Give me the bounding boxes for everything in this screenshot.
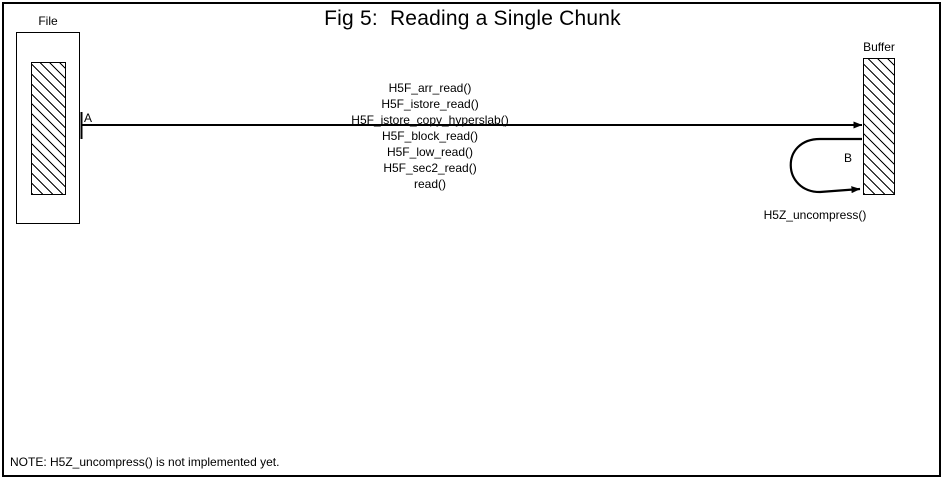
uncompress-caption: H5Z_uncompress() — [763, 208, 867, 222]
call-stack-item: H5F_istore_copy_hyperslab() — [351, 113, 509, 127]
arrow-a-label: A — [84, 111, 93, 125]
call-stack-item: H5F_block_read() — [381, 129, 479, 143]
buffer-box-label: Buffer — [863, 40, 895, 54]
call-stack-list: H5F_arr_read() H5F_istore_read() H5F_ist… — [330, 80, 530, 192]
call-stack-item: H5F_low_read() — [386, 145, 474, 159]
footer-note: NOTE: H5Z_uncompress() is not implemente… — [10, 455, 280, 469]
call-stack-item: H5F_sec2_read() — [383, 161, 477, 175]
call-stack-item: read() — [413, 177, 446, 191]
call-stack-item: H5F_arr_read() — [388, 81, 472, 95]
call-stack-item: H5F_istore_read() — [381, 97, 479, 111]
file-box-label: File — [38, 14, 58, 28]
figure-title: Fig 5: Reading a Single Chunk — [324, 7, 621, 30]
arrow-b-label: B — [844, 151, 853, 165]
file-chunk-hatched-region — [31, 62, 66, 195]
buffer-box-hatched — [863, 58, 895, 195]
